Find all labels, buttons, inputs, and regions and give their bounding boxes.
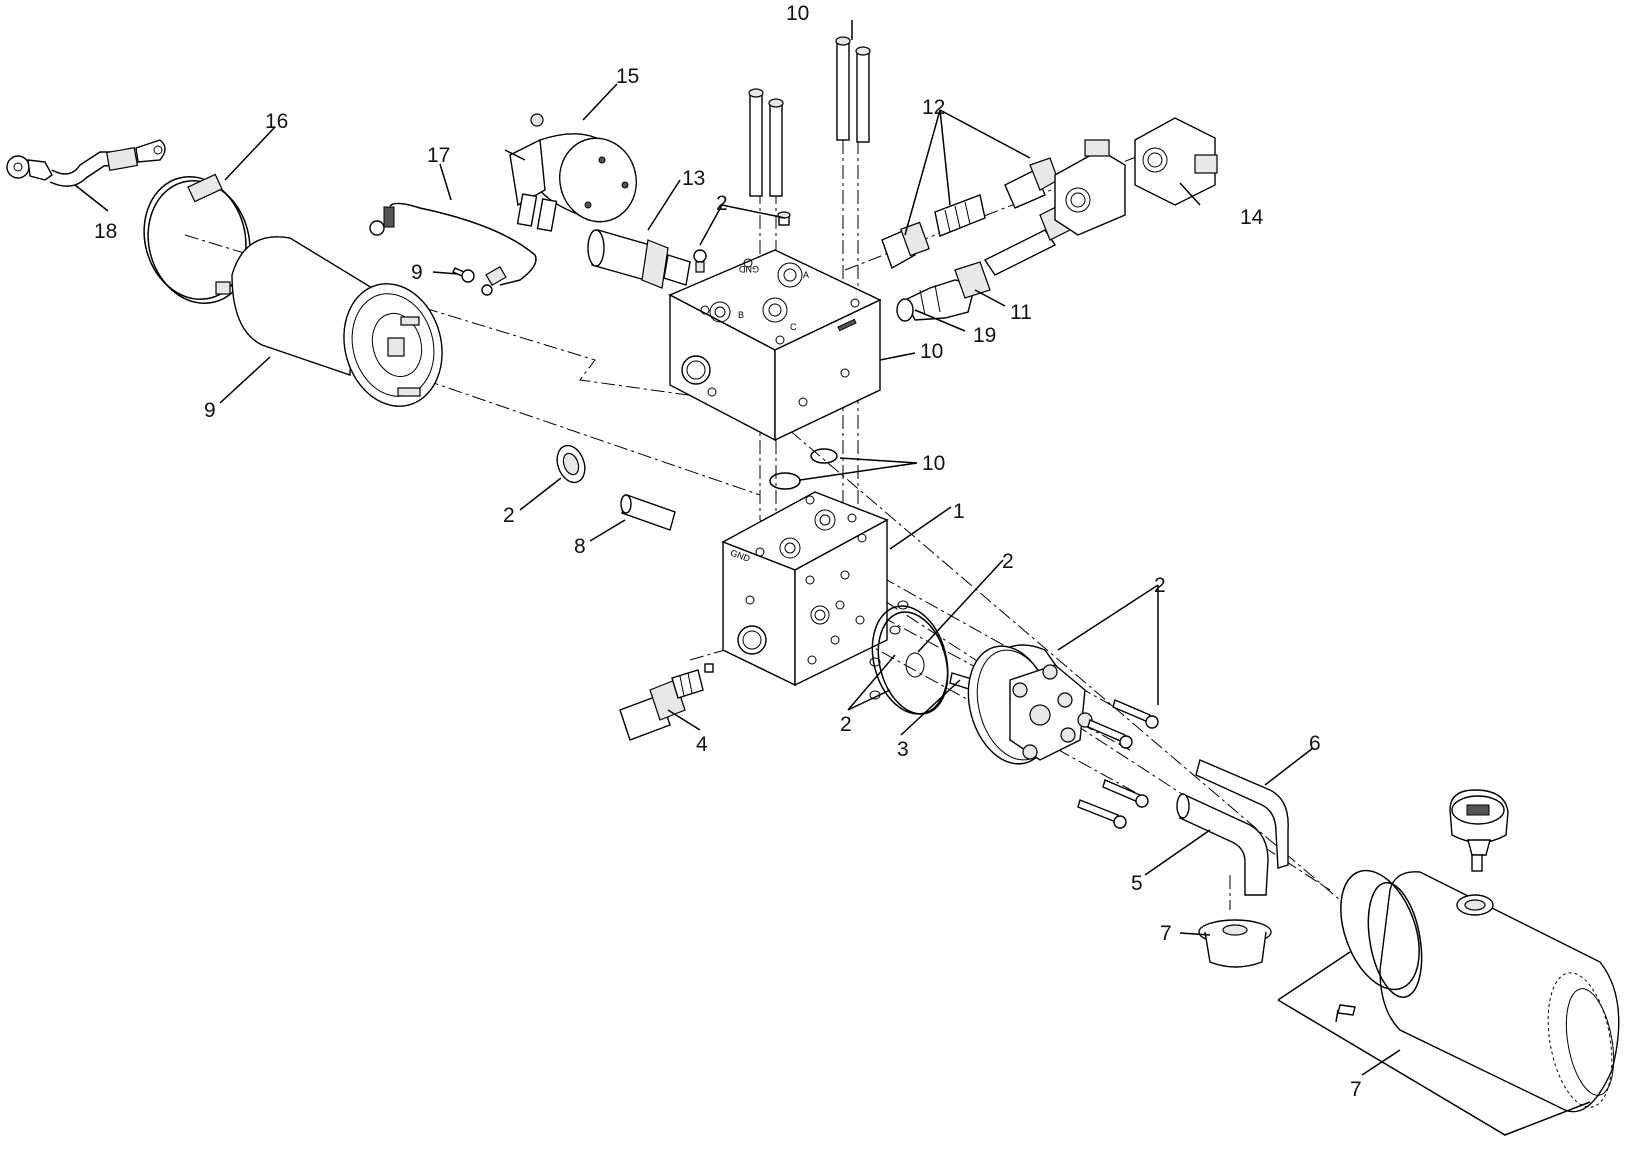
ground-screw <box>452 267 475 283</box>
callout-8: 8 <box>574 535 586 558</box>
hydraulic-pump <box>967 644 1093 765</box>
manifold-upper-bolts <box>748 36 871 226</box>
callout-18: 18 <box>94 220 117 243</box>
callout-10-top: 10 <box>786 2 809 25</box>
upper-valve-block: GND A B C <box>668 249 882 442</box>
callout-2-top: 2 <box>716 192 728 215</box>
callout-7-fitting: 7 <box>1160 922 1172 945</box>
callout-10-block: 10 <box>920 340 943 363</box>
callout-5: 5 <box>1131 872 1143 895</box>
breather-cap <box>1449 789 1509 872</box>
callout-2-coupler: 2 <box>503 504 515 527</box>
hose-clamp <box>143 173 251 305</box>
callout-19: 19 <box>973 324 996 347</box>
drive-shaft <box>620 494 676 531</box>
solenoid-coils <box>1054 117 1218 236</box>
callout-10-orings: 10 <box>922 452 945 475</box>
callout-labels: 10 15 12 16 17 13 2 14 18 9 11 19 10 9 1… <box>94 2 1362 1101</box>
callout-13: 13 <box>682 167 705 190</box>
start-relay <box>504 113 637 232</box>
upper-block-b-label: B <box>738 310 744 320</box>
callout-9-screw: 9 <box>411 261 423 284</box>
tank-fitting <box>1198 919 1272 968</box>
electric-motor <box>231 236 443 407</box>
coupling-seal <box>556 444 586 484</box>
callout-1: 1 <box>953 500 965 523</box>
callout-3: 3 <box>897 738 909 761</box>
reservoir-tank <box>1335 869 1620 1113</box>
o-rings <box>769 448 838 490</box>
pump-bolts <box>1077 699 1159 829</box>
battery-cable <box>6 139 166 187</box>
upper-block-a-label: A <box>803 270 809 280</box>
callout-6: 6 <box>1309 732 1321 755</box>
directional-valve <box>896 204 1071 322</box>
tank-mount-outline <box>1277 951 1591 1136</box>
callout-11: 11 <box>1010 301 1032 324</box>
ground-wire <box>369 202 537 296</box>
callout-17: 17 <box>427 144 450 167</box>
centerlines <box>184 115 1341 910</box>
upper-block-gnd-label: GND <box>739 264 760 274</box>
relief-valve <box>587 229 707 289</box>
main-manifold-block: GND <box>721 491 889 687</box>
callout-15: 15 <box>616 65 639 88</box>
callout-2-gasket: 2 <box>1002 550 1014 573</box>
callout-2-orings: 2 <box>840 713 852 736</box>
callout-4: 4 <box>696 733 708 756</box>
cartridge-valve <box>881 157 1059 270</box>
leader-lines <box>74 20 1401 1076</box>
callout-9-motor: 9 <box>204 399 216 422</box>
callout-14: 14 <box>1240 206 1264 229</box>
suction-tube <box>1176 793 1269 896</box>
callout-12: 12 <box>922 96 945 119</box>
callout-2-bolts: 2 <box>1154 574 1166 597</box>
return-tube <box>1195 759 1289 869</box>
upper-block-c-label: C <box>790 322 797 332</box>
callout-7-tank: 7 <box>1350 1078 1362 1101</box>
pressure-switch <box>619 663 714 741</box>
callout-16: 16 <box>265 110 288 133</box>
